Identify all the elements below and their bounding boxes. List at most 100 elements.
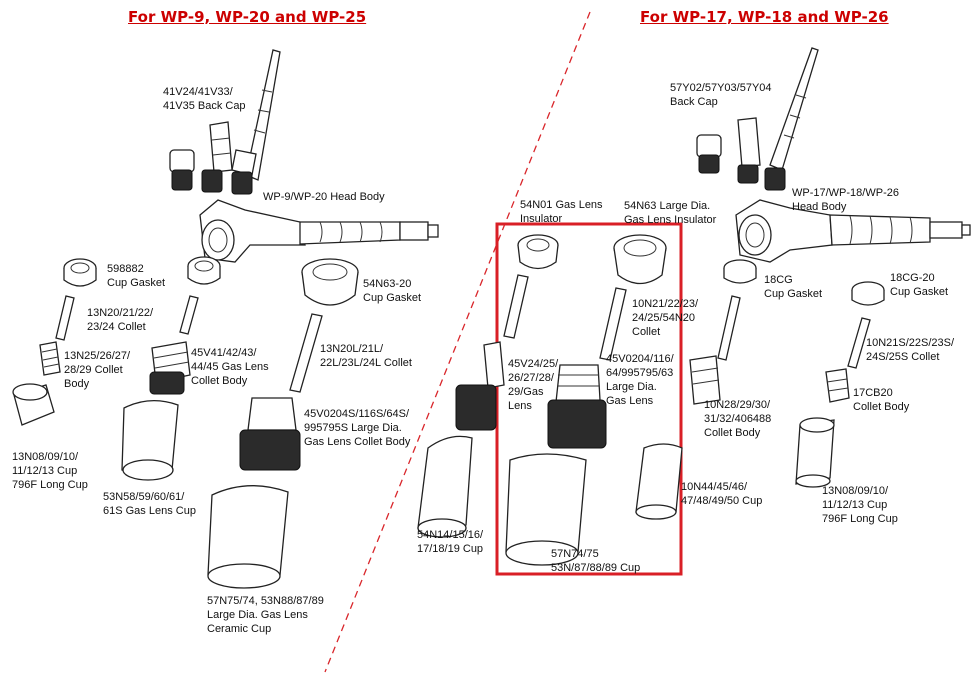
label-line: 17CB20 xyxy=(853,387,893,399)
insulator-54n01-part xyxy=(517,234,559,270)
cup-13n08-left-part xyxy=(12,383,55,426)
label-gas-lens-45v24: 45V24/25/ 26/27/28/ 29/Gas Lens xyxy=(508,357,558,413)
label-line: 10N21S/22S/23S/ xyxy=(866,337,955,349)
collet-small-left-part xyxy=(179,295,199,335)
label-line: Insulator xyxy=(520,213,563,225)
label-collet-body-10n28: 10N28/29/30/ 31/32/406488 Collet Body xyxy=(704,398,771,440)
label-line: 54N14/15/16/ xyxy=(417,529,484,541)
ceramic-cup-57n75-part xyxy=(207,485,289,589)
back-cap-long-left xyxy=(231,49,281,195)
label-cup-13n08-right: 13N08/09/10/ 11/12/13 Cup 796F Long Cup xyxy=(822,484,898,526)
cup-54n14-part xyxy=(417,435,473,538)
label-line: 29/Gas xyxy=(508,386,544,398)
label-line: 22L/23L/24L Collet xyxy=(320,357,412,369)
back-cap-medium-right xyxy=(737,117,761,184)
label-line: Collet Body xyxy=(853,401,910,413)
label-line: Cup Gasket xyxy=(764,288,823,300)
label-line: Back Cap xyxy=(670,96,718,108)
label-cup-gasket-54n63-20: 54N63-20 Cup Gasket xyxy=(363,277,421,305)
cup-gasket-18cg-part xyxy=(723,259,757,284)
cup-gasket-54n63-20-part xyxy=(301,258,359,306)
collet-13n20-part xyxy=(55,295,75,341)
label-line: 47/48/49/50 Cup xyxy=(681,495,763,507)
label-line: Lens xyxy=(508,400,532,412)
label-back-cap-right: 57Y02/57Y03/57Y04 Back Cap xyxy=(670,81,772,109)
label-line: Collet Body xyxy=(704,427,761,439)
label-head-body-right: WP-17/WP-18/WP-26 Head Body xyxy=(792,186,899,214)
label-line: Ceramic Cup xyxy=(207,623,272,635)
label-collet-10n21s: 10N21S/22S/23S/ 24S/25S Collet xyxy=(866,336,954,364)
label-line: Large Dia. Gas Lens xyxy=(207,609,308,621)
label-line: 57N74/75 xyxy=(551,548,599,560)
gas-lens-45v24-part xyxy=(455,341,505,431)
highlight-box xyxy=(495,222,683,576)
large-gas-lens-45v0204-part xyxy=(547,364,607,449)
label-line: 18CG xyxy=(764,274,793,286)
label-cup-gasket-18cg: 18CG Cup Gasket xyxy=(764,273,822,301)
label-line: Head Body xyxy=(792,201,847,213)
label-line: 23/24 Collet xyxy=(87,321,146,333)
label-line: Gas Lens xyxy=(606,395,654,407)
label-line: 31/32/406488 xyxy=(704,413,772,425)
insulator-54n63-part xyxy=(613,234,667,285)
label-large-collet-13n20l: 13N20L/21L/ 22L/23L/24L Collet xyxy=(320,342,412,370)
label-line: 26/27/28/ xyxy=(508,372,554,384)
label-line: WP-17/WP-18/WP-26 xyxy=(792,187,899,199)
label-line: 24S/25S Collet xyxy=(866,351,940,363)
collet-10n21s-part xyxy=(847,317,871,369)
label-cup-54n14: 54N14/15/16/ 17/18/19 Cup xyxy=(417,528,483,556)
head-body-left xyxy=(199,199,439,263)
collet-10n21-part xyxy=(599,287,627,361)
label-line: 28/29 Collet xyxy=(64,364,123,376)
collet-body-13n25-part xyxy=(39,341,61,376)
large-collet-13n20l-part xyxy=(289,313,323,393)
divider-line xyxy=(324,11,591,673)
label-line: 11/12/13 Cup xyxy=(12,465,78,477)
back-cap-long-right xyxy=(764,47,819,191)
label-line: 796F Long Cup xyxy=(12,479,88,491)
label-line: Gas Lens Insulator xyxy=(624,214,717,226)
back-cap-medium-left xyxy=(201,121,233,193)
label-cup-gasket-18cg20: 18CG-20 Cup Gasket xyxy=(890,271,948,299)
label-line: Cup Gasket xyxy=(363,292,422,304)
label-line: 53N/87/88/89 Cup xyxy=(551,562,641,574)
label-line: 13N25/26/27/ xyxy=(64,350,131,362)
label-line: 17/18/19 Cup xyxy=(417,543,484,555)
cup-10n44-part xyxy=(635,443,683,520)
label-cup-57n74: 57N74/75 53N/87/88/89 Cup xyxy=(551,547,640,575)
collet-body-10n28-part xyxy=(689,295,741,405)
label-line: 18CG-20 xyxy=(890,272,935,284)
label-line: Collet xyxy=(632,326,661,338)
large-gas-lens-body-left-part xyxy=(239,397,301,471)
label-line: 54N01 Gas Lens xyxy=(520,199,603,211)
label-insulator-54n63: 54N63 Large Dia. Gas Lens Insulator xyxy=(624,199,716,227)
cup-gasket-598882-part xyxy=(63,258,97,287)
label-collet-10n21: 10N21/22/23/ 24/25/54N20 Collet xyxy=(632,297,698,339)
label-collet-body-17cb20: 17CB20 Collet Body xyxy=(853,386,909,414)
label-line: 13N08/09/10/ xyxy=(12,451,79,463)
label-line: 44/45 Gas Lens xyxy=(191,361,269,373)
label-line: 13N20/21/22/ xyxy=(87,307,154,319)
label-large-gas-lens-body-left: 45V0204S/116S/64S/ 995795S Large Dia. Ga… xyxy=(304,407,410,449)
cup-57n74-part xyxy=(505,453,587,566)
cup-gasket-18cg20-part xyxy=(851,281,885,306)
label-line: 13N08/09/10/ xyxy=(822,485,889,497)
label-line: 61S Gas Lens Cup xyxy=(103,505,196,517)
label-collet-body-13n25: 13N25/26/27/ 28/29 Collet Body xyxy=(64,349,130,391)
label-line: 10N44/45/46/ xyxy=(681,481,748,493)
label-line: 41V24/41V33/ xyxy=(163,86,233,98)
label-line: 57N75/74, 53N88/87/89 xyxy=(207,595,324,607)
label-line: 995795S Large Dia. xyxy=(304,422,402,434)
head-body-right xyxy=(735,199,971,263)
label-line: Cup Gasket xyxy=(890,286,949,298)
label-gas-lens-45v41: 45V41/42/43/ 44/45 Gas Lens Collet Body xyxy=(191,346,269,388)
label-line: 13N20L/21L/ xyxy=(320,343,383,355)
label-line: 11/12/13 Cup xyxy=(822,499,888,511)
label-line: Body xyxy=(64,378,90,390)
collet-in-box-left-part xyxy=(503,274,529,339)
label-line: 10N28/29/30/ xyxy=(704,399,771,411)
label-line: Cup Gasket xyxy=(107,277,166,289)
collet-body-17cb20-part xyxy=(825,368,850,403)
